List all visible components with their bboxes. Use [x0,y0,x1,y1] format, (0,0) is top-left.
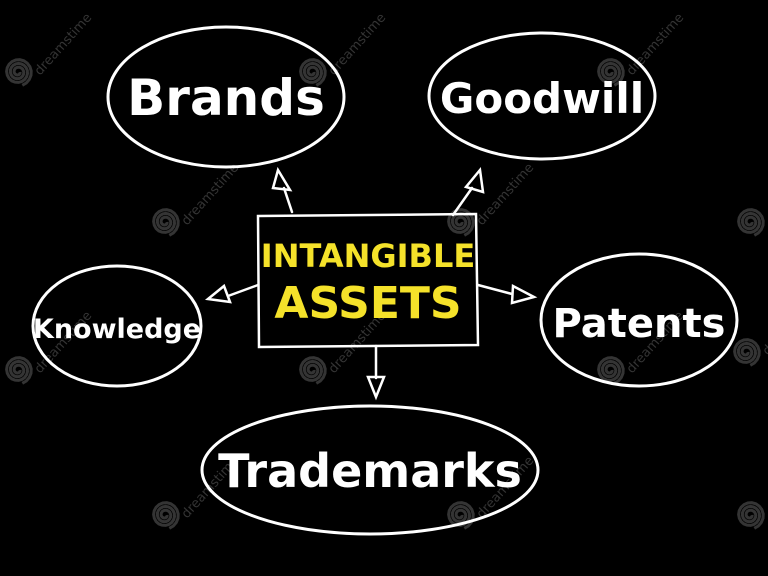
watermark-spiral [5,58,33,87]
watermark-spiral [737,208,765,237]
node-patents-label: Patents [553,301,726,347]
arrowhead-patents [510,283,538,305]
center-node: INTANGIBLE ASSETS [256,212,480,349]
node-trademarks: Trademarks [200,404,540,536]
watermark-spiral [737,501,765,530]
node-trademarks-label: Trademarks [218,444,522,498]
node-knowledge-label: Knowledge [33,314,201,345]
node-trademarks-ellipse [200,404,540,536]
arrowhead-trademarks [366,375,386,401]
spiral-icon [299,356,327,385]
node-knowledge-ellipse [31,264,203,388]
watermark-spiral [299,356,327,385]
watermark-text: dreamstime [32,11,95,79]
connectors [204,166,538,401]
arrowhead-knowledge [204,283,232,304]
arrowhead-brands [271,166,293,192]
watermark-spiral [597,356,625,385]
node-patents-ellipse [539,252,739,388]
watermark-spiral [733,338,761,367]
connector-goodwill [451,186,474,217]
node-knowledge: Knowledge [31,264,203,388]
spiral-icon [299,58,327,87]
connector-patents [476,283,514,296]
watermark-text: dreamstime [474,161,537,229]
watermark-spiral [152,501,180,530]
watermark-text: dreamstime [764,454,768,522]
watermark-text: dreamstime [179,161,242,229]
spiral-icon [737,501,765,530]
spiral-icon [152,208,180,237]
node-goodwill-ellipse [427,31,657,161]
arrowhead-goodwill [463,166,485,194]
watermark-text: dreamstime [764,161,768,229]
node-goodwill: Goodwill [427,31,657,161]
node-goodwill-label: Goodwill [440,74,644,123]
center-title-line2: ASSETS [274,278,461,329]
watermark-spiral [597,58,625,87]
watermark-spiral [152,208,180,237]
spiral-icon [5,58,33,87]
spiral-icon [733,338,761,367]
connector-knowledge [226,283,260,298]
watermark-text: dreamstime [624,11,687,79]
watermark-text: dreamstime [760,291,768,359]
node-brands-ellipse [106,25,346,169]
node-brands: Brands [106,25,346,169]
watermark-spiral [299,58,327,87]
center-box [256,212,480,349]
spiral-icon [597,58,625,87]
node-patents: Patents [539,252,739,388]
watermark-spiral [447,501,475,530]
node-brands-label: Brands [127,69,325,127]
center-title-line1: INTANGIBLE [261,237,475,275]
spiral-icon [737,208,765,237]
connector-brands [282,186,294,214]
spiral-icon [5,356,33,385]
spiral-icon [447,501,475,530]
spiral-icon [597,356,625,385]
spiral-icon [152,501,180,530]
watermark-spiral [5,356,33,385]
